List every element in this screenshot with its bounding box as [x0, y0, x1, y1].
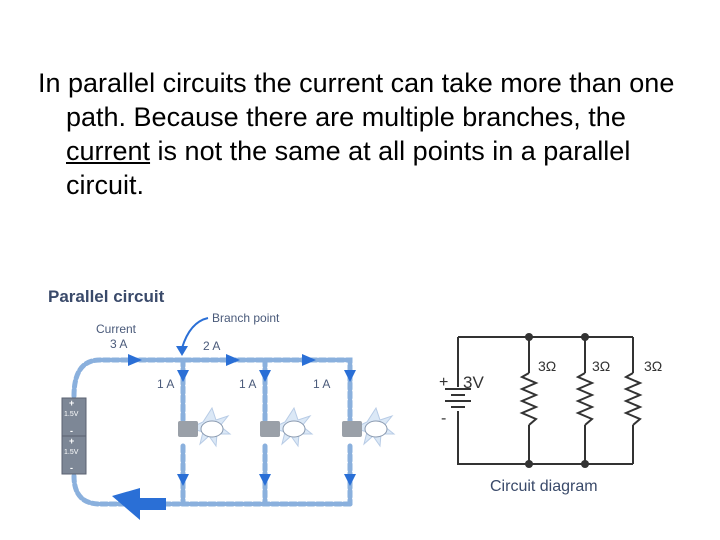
- arrow-down-5: [259, 474, 271, 486]
- source-voltage: 3V: [463, 373, 484, 392]
- slide-text: In parallel circuits the current can tak…: [38, 66, 708, 202]
- source-minus: -: [441, 410, 446, 427]
- battery-2-label: 1.5V: [64, 449, 79, 456]
- arrow-right-3: [302, 354, 316, 366]
- resistor-2-label: 3Ω: [592, 358, 610, 374]
- body-paragraph: In parallel circuits the current can tak…: [38, 66, 708, 202]
- bulb-2: [260, 406, 314, 448]
- battery-2-plus: +: [69, 436, 74, 446]
- arrow-down-2: [259, 370, 271, 382]
- battery-1-label: 1.5V: [64, 411, 79, 418]
- bottom-current-arrows: [112, 474, 356, 520]
- bulb-1: [178, 406, 232, 448]
- branch-pointer-head: [176, 346, 188, 356]
- battery-1: [61, 397, 87, 437]
- arrow-left-main: [112, 488, 140, 520]
- arrow-right-1: [128, 354, 142, 366]
- battery-1-minus: -: [70, 426, 73, 436]
- current-label: Current: [96, 322, 137, 336]
- branch-point-label: Branch point: [212, 311, 280, 325]
- paragraph-part-2: is not the same at all points in a paral…: [66, 136, 631, 200]
- branch-current-1: 1 A: [157, 377, 174, 391]
- resistor-symbols: [519, 372, 643, 426]
- resistor-1: [519, 372, 539, 426]
- source-plus: +: [439, 374, 448, 391]
- battery-symbol: [445, 388, 471, 408]
- battery-1-plus: +: [69, 398, 74, 408]
- resistor-1-label: 3Ω: [538, 358, 556, 374]
- resistor-2: [575, 372, 595, 426]
- after-branch-value: 2 A: [203, 339, 220, 353]
- underlined-word: current: [66, 136, 151, 166]
- top-current-arrows: [128, 354, 356, 382]
- schematic-caption: Circuit diagram: [490, 478, 598, 495]
- battery-2: [61, 435, 87, 475]
- battery-stack: 1.5V 1.5V + - + -: [61, 397, 87, 475]
- arrow-down-4: [177, 474, 189, 486]
- circuit-schematic: + - 3V 3Ω 3Ω 3Ω Circuit diagram: [439, 333, 662, 495]
- current-value: 3 A: [110, 337, 127, 351]
- bulb-3: [342, 406, 396, 448]
- arrow-down-1: [177, 370, 189, 382]
- branch-current-2: 1 A: [239, 377, 256, 391]
- paragraph-part-1: In parallel circuits the current can tak…: [38, 68, 675, 132]
- arrow-left-tail: [140, 498, 166, 510]
- schematic-wires: [457, 336, 634, 465]
- illustration-title: Parallel circuit: [48, 287, 165, 306]
- junction-dots: [525, 333, 589, 468]
- arrow-down-3: [344, 370, 356, 382]
- branch-pointer-arrow: [181, 317, 209, 349]
- arrow-down-6: [344, 474, 356, 486]
- resistor-3: [623, 372, 643, 426]
- arrow-right-2: [226, 354, 240, 366]
- parallel-circuit-illustration: Parallel circuit Current 3 A Branch poin…: [48, 287, 396, 520]
- battery-2-minus: -: [70, 463, 73, 473]
- branch-current-3: 1 A: [313, 377, 330, 391]
- resistor-3-label: 3Ω: [644, 358, 662, 374]
